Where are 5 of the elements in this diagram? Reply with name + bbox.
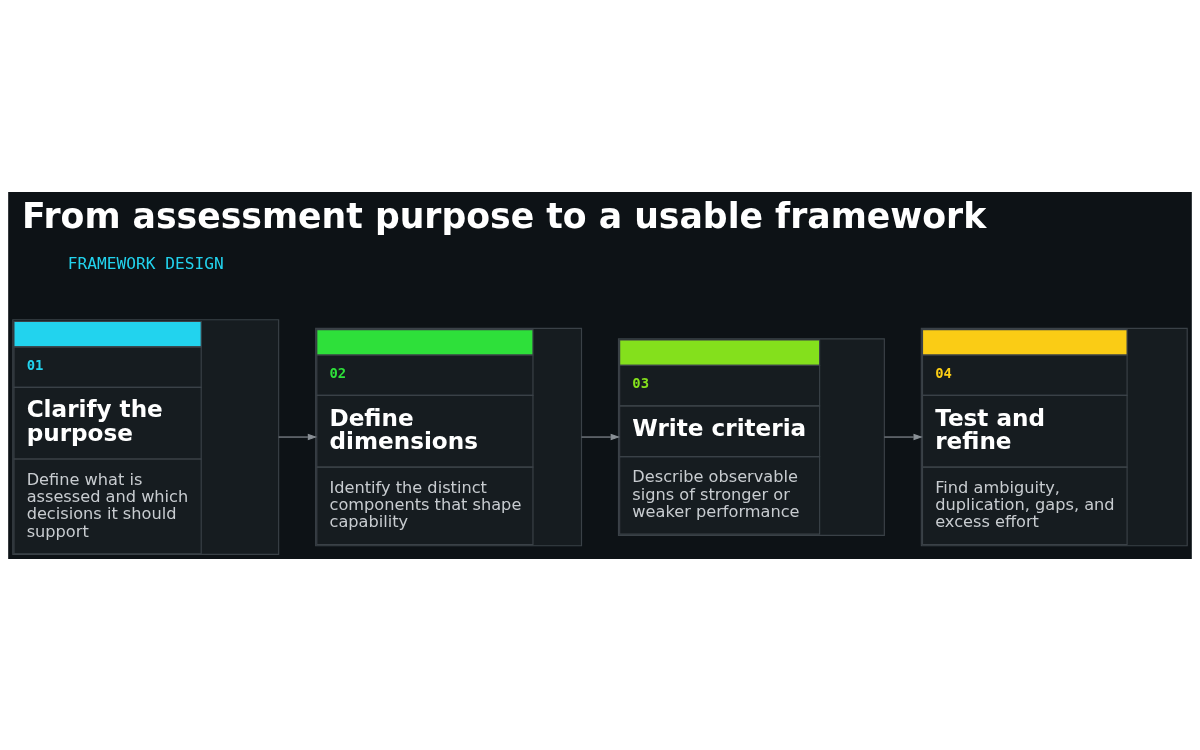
arrow	[580, 433, 620, 440]
label: FRAMEWORK DESIGN	[67, 253, 224, 273]
arrow	[883, 433, 923, 440]
diagram-title: From assessment purpose to a usable framework	[22, 195, 987, 236]
arrow	[278, 433, 318, 440]
